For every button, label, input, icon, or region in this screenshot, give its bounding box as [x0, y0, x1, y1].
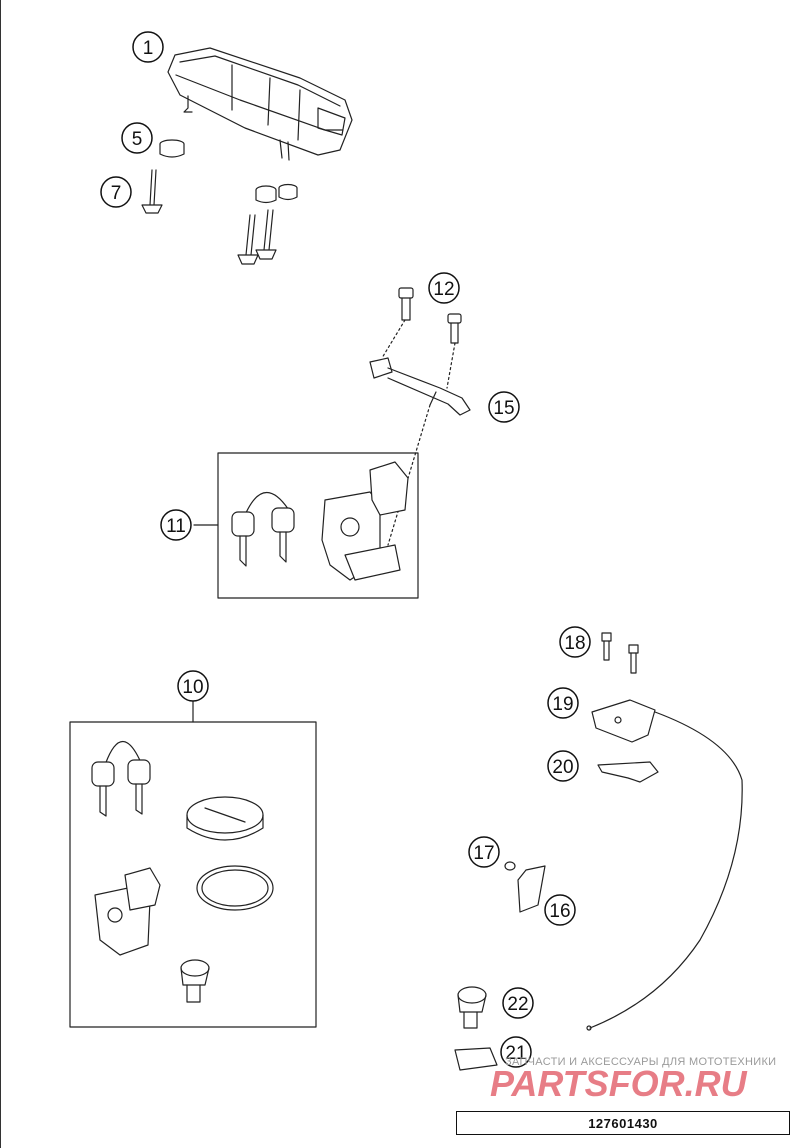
callout-10: 10 [177, 670, 209, 702]
callout-circle [559, 626, 591, 658]
callout-20: 20 [547, 750, 579, 782]
callout-circle [502, 987, 534, 1019]
screw-part [601, 632, 639, 674]
callout-circle [544, 894, 576, 926]
callout-5: 5 [121, 122, 153, 154]
bolt-part [398, 287, 462, 344]
key-pair-part [91, 741, 151, 817]
callout-circle [547, 750, 579, 782]
sensor-part [586, 699, 743, 1031]
callout-number: 11 [166, 516, 186, 537]
seat-lock-part [180, 959, 210, 1003]
callout-15: 15 [488, 391, 520, 423]
cable-bracket-part [369, 319, 471, 546]
plate-part [597, 761, 659, 783]
callout-circle [132, 31, 164, 63]
gasket-ring-part [196, 865, 274, 911]
callout-22: 22 [502, 987, 534, 1019]
callout-circle [100, 176, 132, 208]
watermark-logo: PARTSFOR.RU [490, 1064, 748, 1104]
lock-cylinder-part [457, 986, 487, 1029]
callout-number: 16 [549, 901, 570, 922]
callout-number: 5 [132, 129, 143, 150]
callout-number: 18 [564, 633, 585, 654]
ignition-switch-part [94, 867, 161, 956]
nut-part [504, 861, 516, 871]
callout-11: 11 [160, 509, 192, 541]
gasket-plate-part [454, 1047, 498, 1071]
callout-21: 21 [500, 1036, 532, 1068]
callout-circle [500, 1036, 532, 1068]
callout-circle [160, 509, 192, 541]
callout-18: 18 [559, 626, 591, 658]
callout-circle [121, 122, 153, 154]
callout-number: 7 [111, 183, 122, 204]
callout-circle [468, 836, 500, 868]
screw-part [141, 169, 277, 265]
callout-1: 1 [132, 31, 164, 63]
callout-circle [428, 272, 460, 304]
fuel-cap-part [186, 796, 264, 841]
callout-number: 22 [507, 994, 528, 1015]
callout-circle [547, 687, 579, 719]
instrument-cluster-part [167, 47, 353, 161]
callout-19: 19 [547, 687, 579, 719]
callout-number: 12 [433, 279, 454, 300]
callout-number: 1 [143, 38, 154, 59]
drawing-number-box: 127601430 [456, 1111, 790, 1135]
callout-circle [177, 670, 209, 702]
clip-part [517, 865, 546, 913]
key-pair-part [231, 491, 295, 567]
ignition-switch-part [321, 461, 409, 581]
grommet-part [159, 139, 298, 204]
callout-number: 21 [505, 1043, 526, 1064]
watermark-tagline: ЗАПЧАСТИ И АКСЕССУАРЫ ДЛЯ МОТОТЕХНИКИ [505, 1056, 777, 1068]
callout-16: 16 [544, 894, 576, 926]
callout-17: 17 [468, 836, 500, 868]
callout-7: 7 [100, 176, 132, 208]
callout-12: 12 [428, 272, 460, 304]
callout-number: 15 [493, 398, 514, 419]
callout-number: 17 [473, 843, 494, 864]
callout-number: 20 [552, 757, 573, 778]
callout-circle [488, 391, 520, 423]
callout-number: 10 [182, 677, 203, 698]
callout-number: 19 [552, 694, 573, 715]
left-border-line [0, 0, 1, 1148]
watermark-logo-text: PARTSFOR.RU [490, 1064, 748, 1104]
drawing-number: 127601430 [588, 1115, 658, 1131]
